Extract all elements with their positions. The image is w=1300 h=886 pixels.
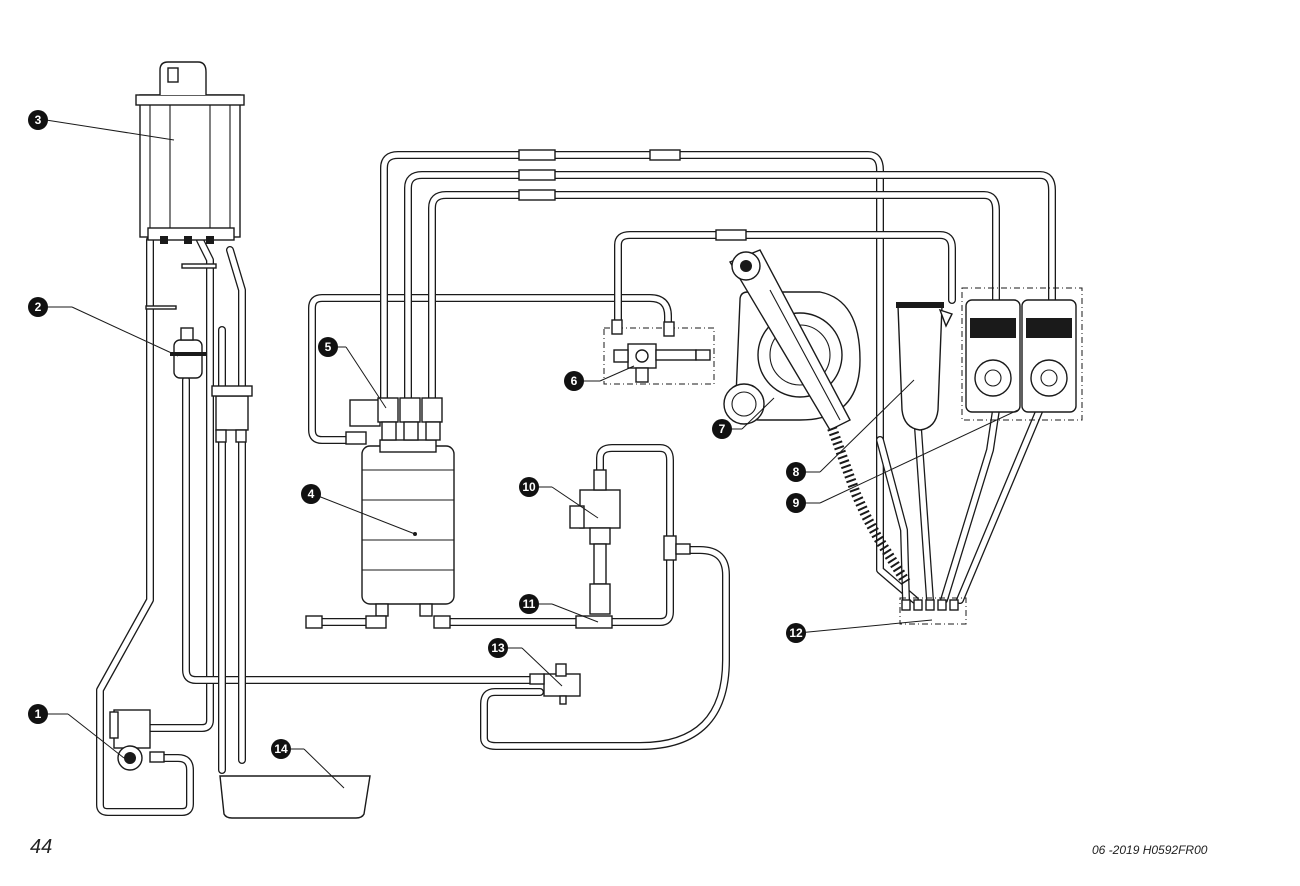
callout-label: 4 [308,487,315,501]
callout-label: 6 [571,374,578,388]
callout-2: 2 [28,297,48,317]
inline-filter [170,327,206,379]
grounds-chamber [896,302,953,431]
callout-7: 7 [712,419,732,439]
callout-label: 11 [523,597,536,611]
callout-4: 4 [301,484,321,504]
callout-14: 14 [271,739,291,759]
callout-9: 9 [786,493,806,513]
callout-6: 6 [564,371,584,391]
three-way-valve [603,319,715,385]
fittings [518,149,967,625]
callout-label: 3 [35,113,42,127]
callout-1: 1 [28,704,48,724]
callout-11: 11 [519,594,539,614]
spring-hose [827,426,911,585]
callout-label: 14 [274,742,288,756]
document-code: 06 -2019 H0592FR00 [1092,843,1208,857]
callout-8: 8 [786,462,806,482]
non-return-valve [529,663,581,705]
solenoid-valve-block [345,397,443,445]
vibratory-pump [569,469,621,615]
callout-label: 10 [522,480,536,494]
heater-assembly [961,287,1083,421]
callout-3: 3 [28,110,48,130]
callout-label: 1 [35,707,42,721]
page-number: 44 [30,836,53,858]
callout-label: 5 [325,340,332,354]
callout-label: 13 [491,641,505,655]
callout-label: 8 [793,465,800,479]
callout-10: 10 [519,477,539,497]
callout-label: 9 [793,496,800,510]
callout-label: 2 [35,300,42,314]
tubing [96,151,1056,816]
callout-13: 13 [488,638,508,658]
leader-lines [45,119,1019,789]
level-sensor [211,385,253,443]
drip-tray [219,775,371,819]
boiler [361,439,455,617]
callout-5: 5 [318,337,338,357]
water-tank [135,61,245,310]
callout-label: 12 [789,626,803,640]
flowmeter [305,615,613,629]
callout-label: 7 [719,422,726,436]
brew-unit [723,249,861,431]
callout-12: 12 [786,623,806,643]
feed-pump [109,709,165,771]
